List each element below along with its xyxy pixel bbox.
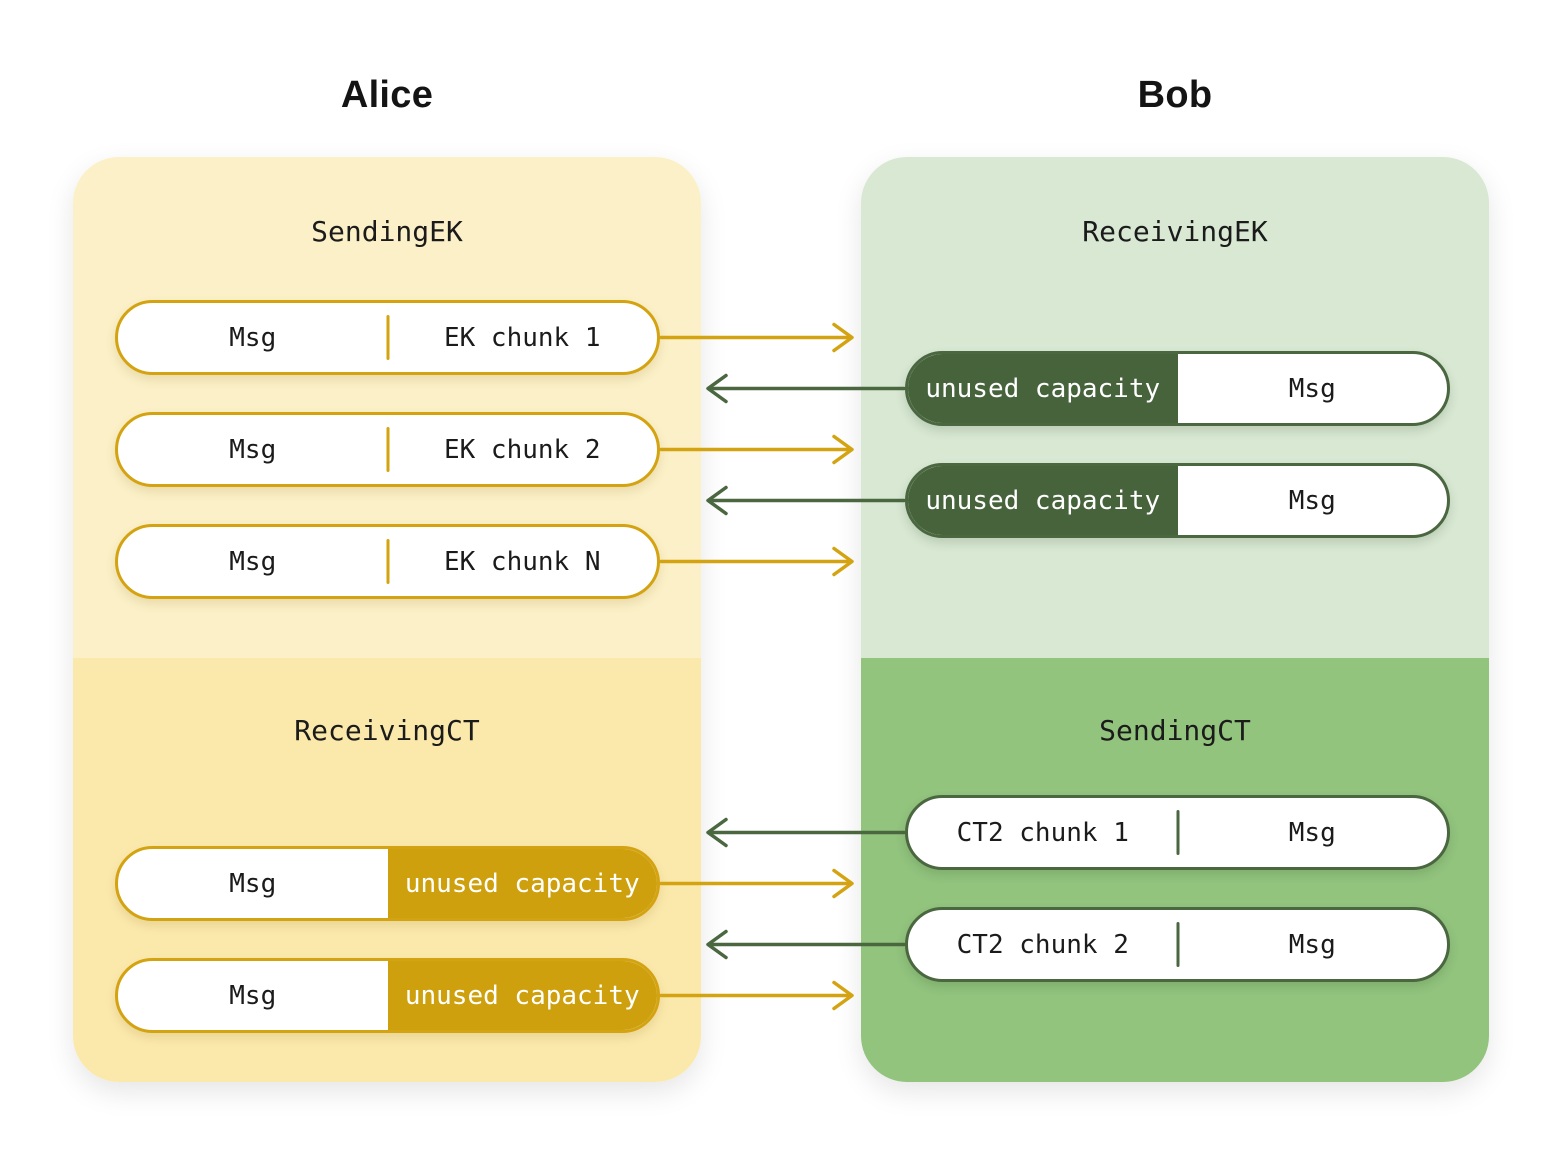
pill-ek-chunk-1: Msg EK chunk 1 <box>115 300 660 375</box>
pill-ek-chunk-1-msg: Msg <box>229 322 277 353</box>
pill-ek-chunk-2: Msg EK chunk 2 <box>115 412 660 487</box>
pill-recv-ct-1: Msg unused capacity <box>115 846 660 921</box>
pill-recv-ct-2-unused: unused capacity <box>387 961 657 1030</box>
pill-ek-chunk-n-chunk: EK chunk N <box>443 546 601 577</box>
alice-panel: SendingEK ReceivingCT <box>73 157 701 1082</box>
pill-ek-chunk-1-chunk: EK chunk 1 <box>443 322 601 353</box>
pill-recv-ek-1: unused capacity Msg <box>905 351 1450 426</box>
pill-divider <box>386 315 389 360</box>
pill-recv-ek-1-msg: Msg <box>1288 373 1336 404</box>
sending-ek-label: SendingEK <box>311 215 463 248</box>
pill-ct2-chunk-2: CT2 chunk 2 Msg <box>905 907 1450 982</box>
alice-title: Alice <box>340 74 434 116</box>
pill-ct2-chunk-2-msg: Msg <box>1288 929 1336 960</box>
pill-divider <box>386 427 389 472</box>
pill-ek-chunk-n-msg: Msg <box>229 546 277 577</box>
section-sending-ct: SendingCT <box>861 658 1489 1082</box>
pill-ct2-chunk-1-chunk: CT2 chunk 1 <box>956 817 1129 848</box>
pill-divider <box>386 539 389 584</box>
pill-recv-ct-1-unused: unused capacity <box>387 849 657 918</box>
pill-recv-ct-1-msg: Msg <box>229 868 277 899</box>
pill-divider <box>1176 810 1179 855</box>
receiving-ek-label: ReceivingEK <box>1082 215 1268 248</box>
receiving-ct-label: ReceivingCT <box>294 714 480 747</box>
pill-ct2-chunk-1: CT2 chunk 1 Msg <box>905 795 1450 870</box>
pill-ek-chunk-2-msg: Msg <box>229 434 277 465</box>
pill-divider <box>1176 922 1179 967</box>
pill-ek-chunk-2-chunk: EK chunk 2 <box>443 434 601 465</box>
pill-recv-ek-1-unused: unused capacity <box>908 354 1178 423</box>
pill-ct2-chunk-2-chunk: CT2 chunk 2 <box>956 929 1129 960</box>
pill-ek-chunk-n: Msg EK chunk N <box>115 524 660 599</box>
pill-recv-ct-2-msg: Msg <box>229 980 277 1011</box>
pill-ct2-chunk-1-msg: Msg <box>1288 817 1336 848</box>
pill-recv-ek-2: unused capacity Msg <box>905 463 1450 538</box>
pill-recv-ek-2-msg: Msg <box>1288 485 1336 516</box>
pill-recv-ct-2: Msg unused capacity <box>115 958 660 1033</box>
pill-recv-ek-2-unused: unused capacity <box>908 466 1178 535</box>
sending-ct-label: SendingCT <box>1099 714 1251 747</box>
bob-title: Bob <box>1137 74 1213 116</box>
